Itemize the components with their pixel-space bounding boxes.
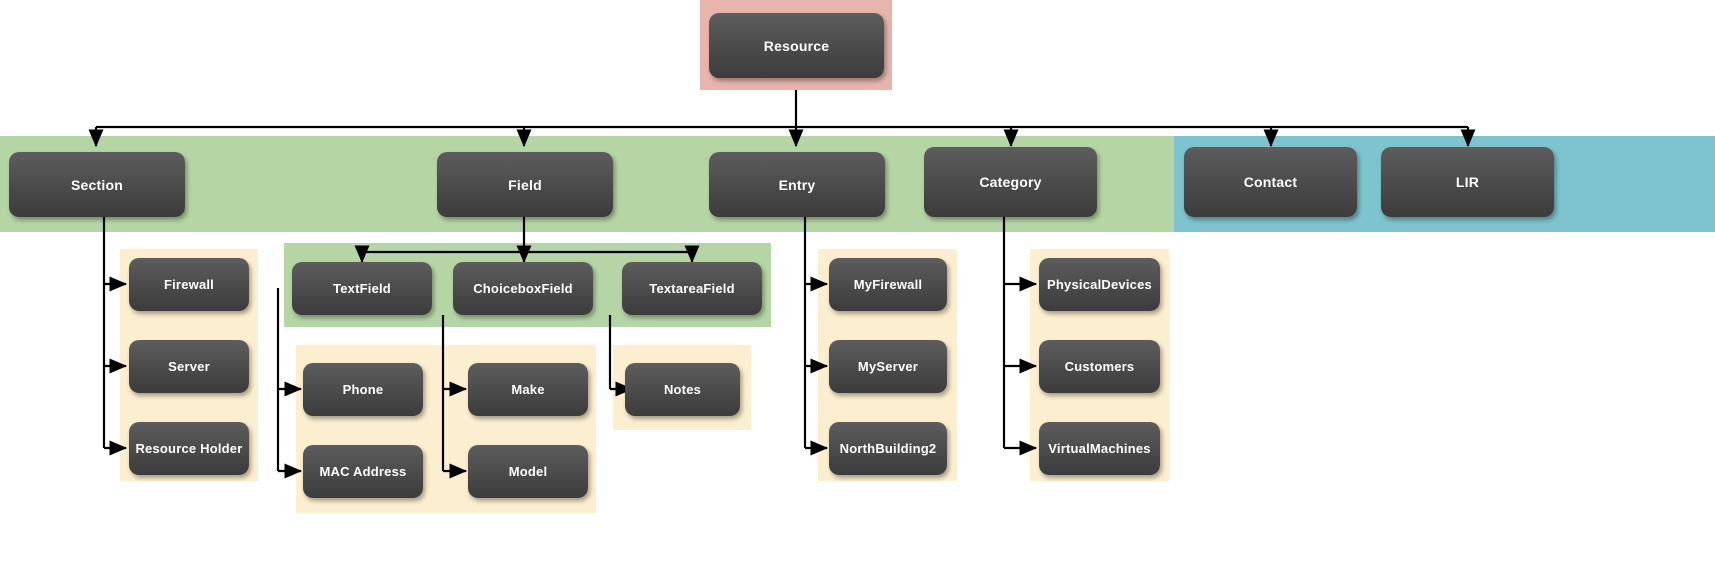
node-choiceboxfield[interactable]: ChoiceboxField (453, 262, 593, 315)
node-physicaldevices[interactable]: PhysicalDevices (1039, 258, 1160, 311)
node-model[interactable]: Model (468, 445, 588, 498)
node-contact[interactable]: Contact (1184, 147, 1357, 217)
node-lir[interactable]: LIR (1381, 147, 1554, 217)
node-resource[interactable]: Resource (709, 13, 884, 78)
node-section[interactable]: Section (9, 152, 185, 217)
node-server[interactable]: Server (129, 340, 249, 393)
node-myserver[interactable]: MyServer (829, 340, 947, 393)
node-make[interactable]: Make (468, 363, 588, 416)
node-notes[interactable]: Notes (625, 363, 740, 416)
node-mac-address[interactable]: MAC Address (303, 445, 423, 498)
node-customers[interactable]: Customers (1039, 340, 1160, 393)
node-textfield[interactable]: TextField (292, 262, 432, 315)
node-northbuilding2[interactable]: NorthBuilding2 (829, 422, 947, 475)
node-textareafield[interactable]: TextareaField (622, 262, 762, 315)
node-myfirewall[interactable]: MyFirewall (829, 258, 947, 311)
node-virtualmachines[interactable]: VirtualMachines (1039, 422, 1160, 475)
node-firewall[interactable]: Firewall (129, 258, 249, 311)
node-category[interactable]: Category (924, 147, 1097, 217)
node-phone[interactable]: Phone (303, 363, 423, 416)
node-field[interactable]: Field (437, 152, 613, 217)
node-resource-holder[interactable]: Resource Holder (129, 422, 249, 475)
node-entry[interactable]: Entry (709, 152, 885, 217)
